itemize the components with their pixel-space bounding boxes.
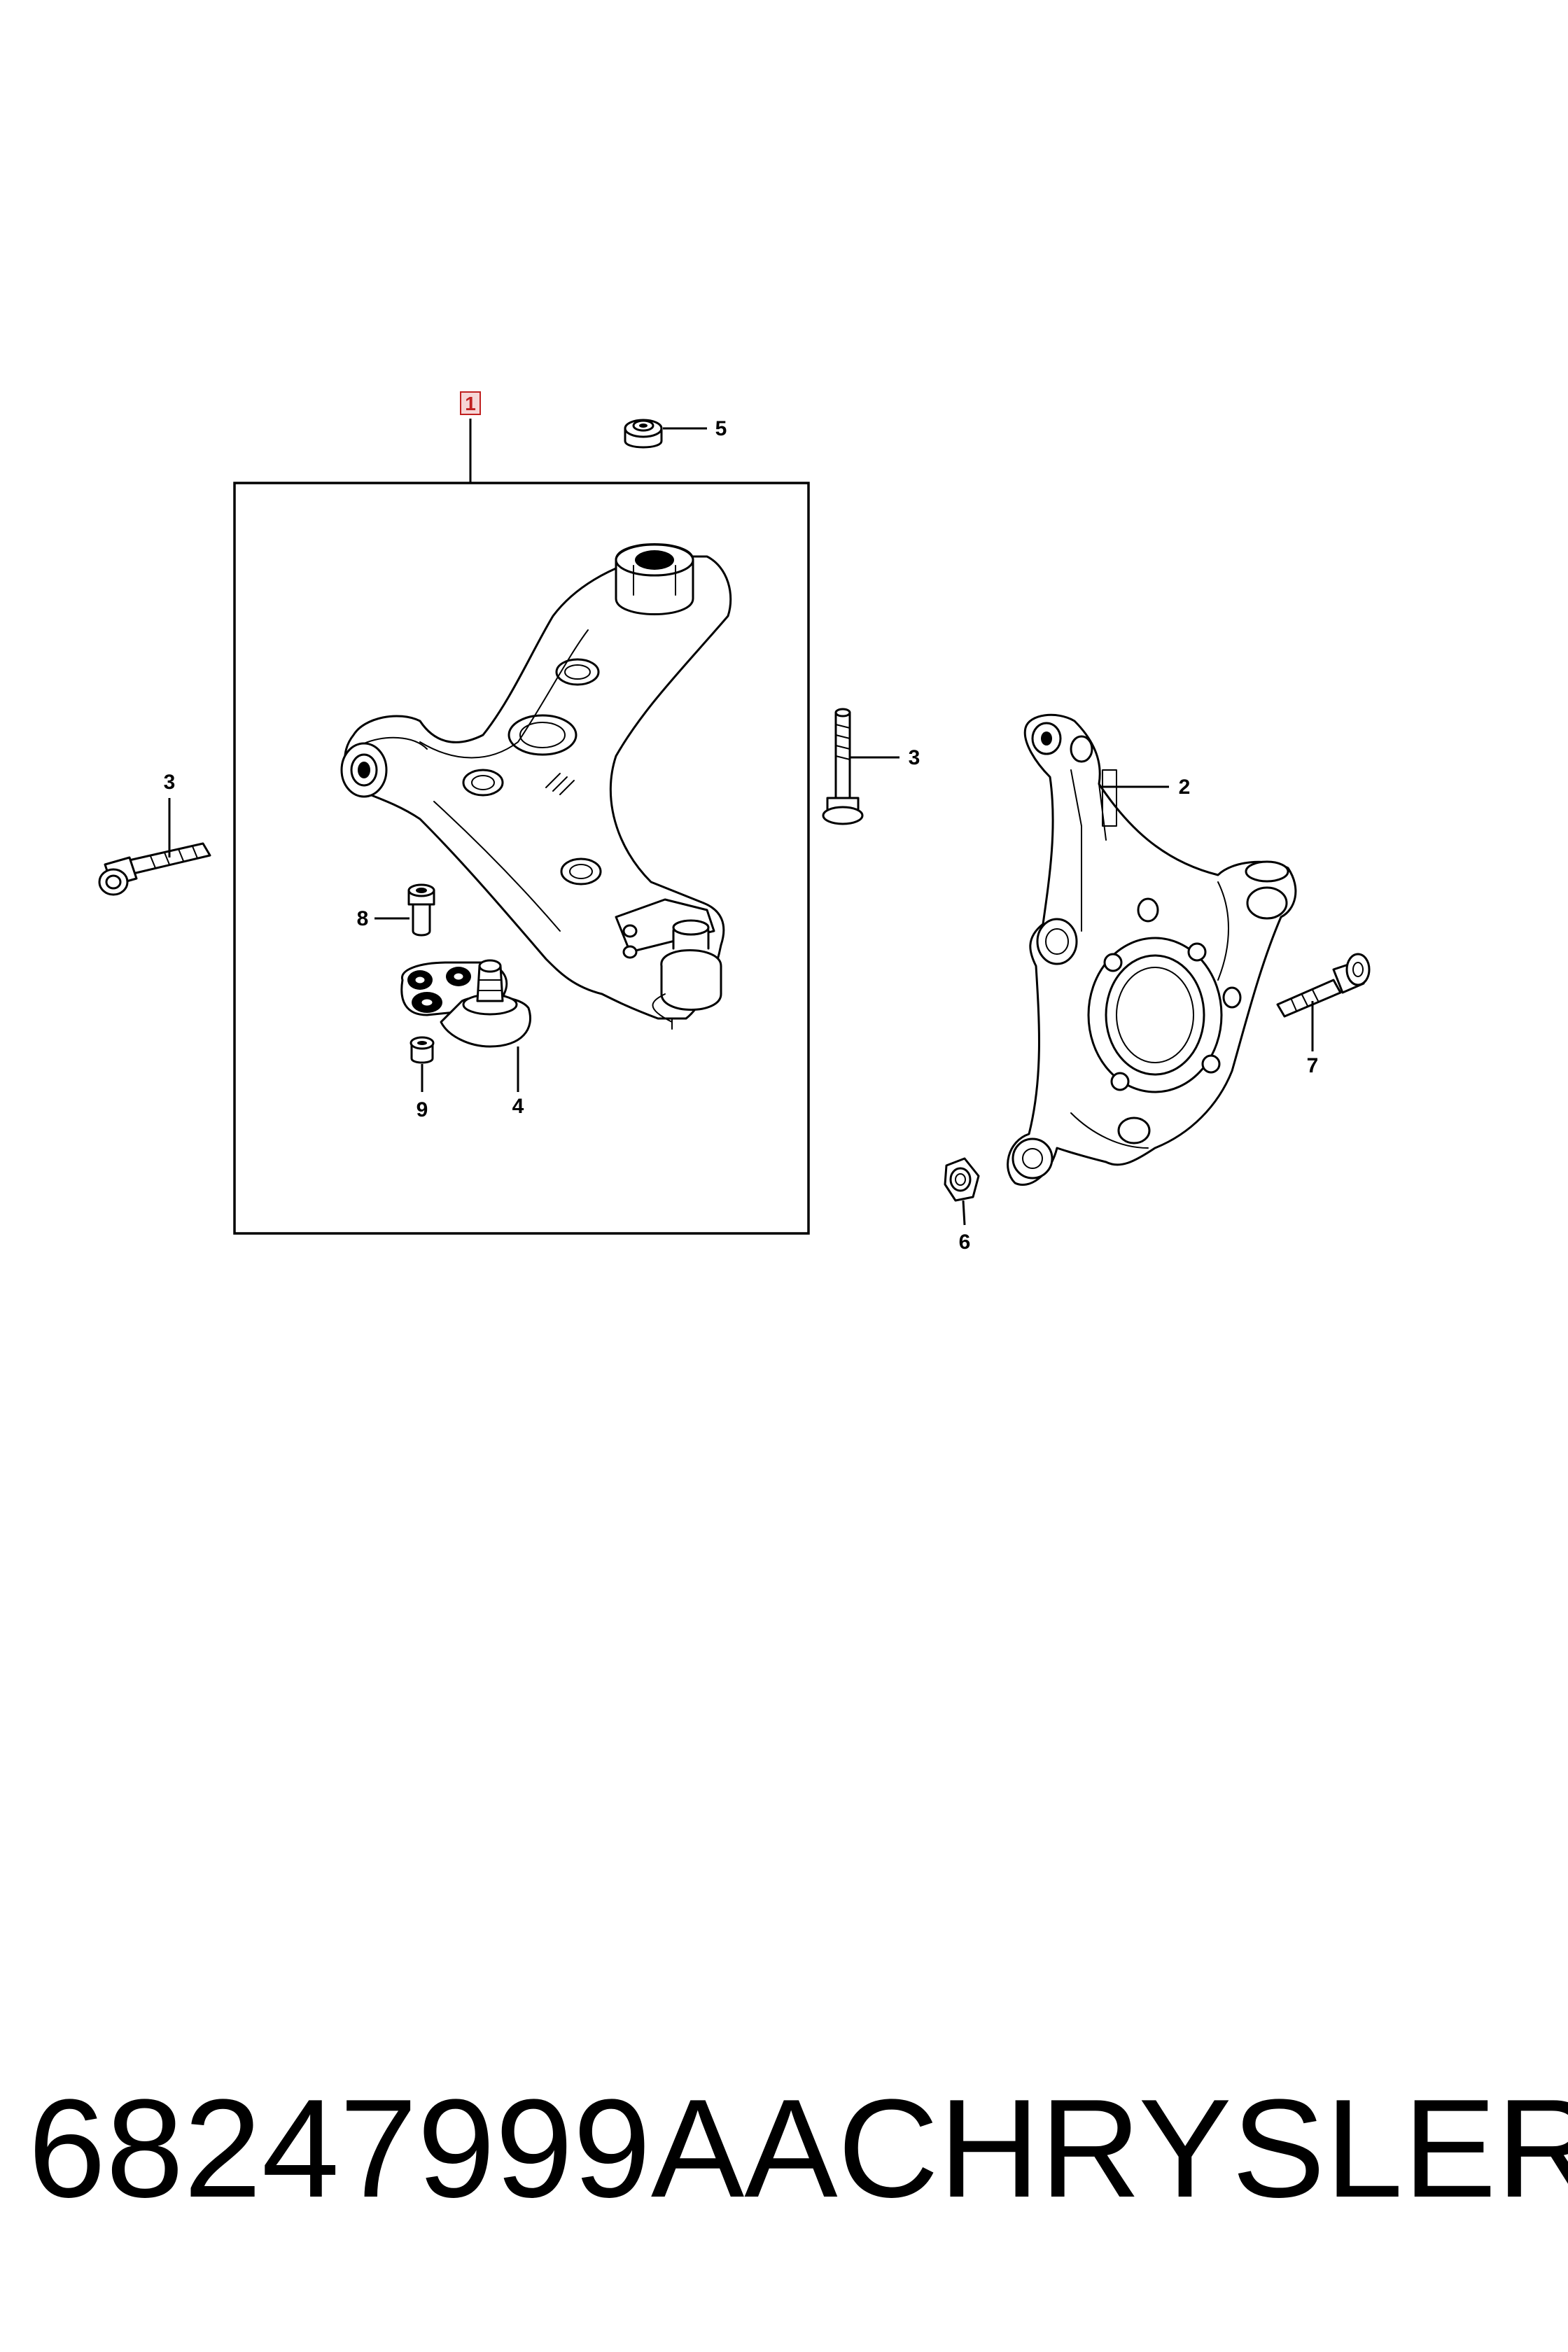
callout-2-label[interactable]: 2	[1179, 776, 1191, 799]
part-number: 68247999AA	[28, 2071, 838, 2227]
callout-1[interactable]: 1	[460, 391, 481, 415]
ball-joint-4[interactable]	[400, 959, 532, 1048]
callout-1-label: 1	[465, 393, 476, 414]
callout-5-label[interactable]: 5	[715, 417, 727, 440]
nut-9[interactable]	[410, 1036, 435, 1064]
callout-7-label[interactable]: 7	[1307, 1054, 1319, 1077]
bolt-3-left[interactable]	[98, 842, 211, 896]
callout-4-label[interactable]: 4	[512, 1095, 524, 1118]
nut-5[interactable]	[624, 419, 663, 449]
lower-control-arm[interactable]	[340, 543, 732, 1030]
brand-name: CHRYSLER	[837, 2071, 1568, 2227]
steering-knuckle[interactable]	[1007, 713, 1297, 1186]
footer: 68247999AA CHRYSLER	[28, 2071, 1568, 2227]
callout-8-label[interactable]: 8	[357, 907, 369, 930]
callout-3-left-label[interactable]: 3	[164, 771, 176, 794]
bolt-8[interactable]	[407, 883, 435, 937]
nut-6[interactable]	[944, 1157, 980, 1202]
callout-3-right-label[interactable]: 3	[909, 746, 920, 769]
leader-6	[962, 1200, 966, 1226]
bolt-3-right[interactable]	[822, 708, 864, 825]
kit-frame	[233, 482, 810, 1235]
callout-9-label[interactable]: 9	[416, 1098, 428, 1121]
bolt-7[interactable]	[1276, 953, 1371, 1018]
callout-6-label[interactable]: 6	[959, 1231, 971, 1254]
